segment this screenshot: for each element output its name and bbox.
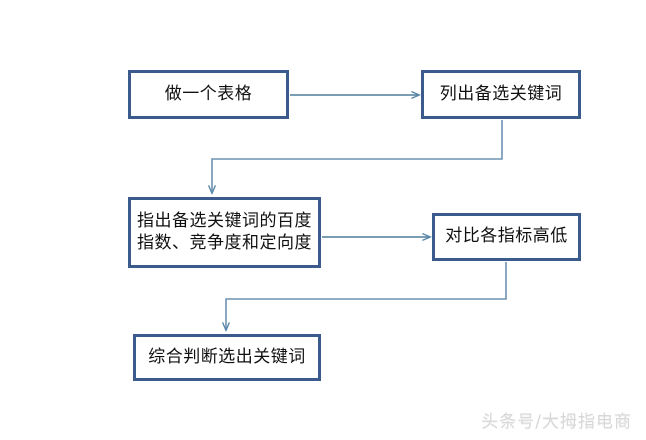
node-final-judgement[interactable]: 综合判断选出关键词	[133, 334, 321, 381]
node-compare-metrics[interactable]: 对比各指标高低	[432, 213, 581, 261]
node-make-table-label: 做一个表格	[164, 83, 253, 104]
node-make-table[interactable]: 做一个表格	[128, 70, 289, 119]
node-point-out-metrics-label: 指出备选关键词的百度 指数、竞争度和定向度	[137, 210, 312, 253]
edge-list-to-metrics	[212, 120, 503, 193]
node-compare-metrics-label: 对比各指标高低	[445, 226, 568, 247]
node-point-out-metrics[interactable]: 指出备选关键词的百度 指数、竞争度和定向度	[128, 197, 321, 268]
watermark-text: 头条号/大拇指电商	[481, 412, 632, 432]
edge-compare-to-final	[226, 262, 507, 330]
node-list-candidate-keywords-label: 列出备选关键词	[439, 83, 563, 104]
node-final-judgement-label: 综合判断选出关键词	[148, 346, 306, 367]
node-list-candidate-keywords[interactable]: 列出备选关键词	[421, 70, 581, 119]
